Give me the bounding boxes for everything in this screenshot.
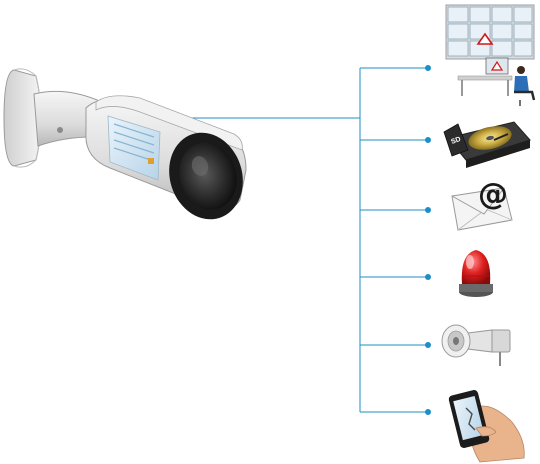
email-envelope-icon: @ xyxy=(451,177,513,231)
sd-card-label: SD xyxy=(450,136,462,146)
sd-card: SD xyxy=(443,123,469,157)
smartphone-hand-icon xyxy=(448,390,525,463)
dot-monitoring xyxy=(425,65,431,71)
siren-light-icon xyxy=(459,250,493,297)
dot-mobile xyxy=(425,409,431,415)
dot-horn xyxy=(425,342,431,348)
sd-card-hard-drive-icon: SD xyxy=(443,121,531,168)
connector-dots xyxy=(149,65,431,415)
horn-speaker-icon xyxy=(441,324,511,366)
security-camera-icon xyxy=(3,68,247,220)
email-at-symbol: @ xyxy=(478,177,508,212)
connector-lines xyxy=(152,67,428,413)
dot-storage xyxy=(425,137,431,143)
dot-siren xyxy=(425,274,431,280)
monitoring-station-icon xyxy=(445,4,536,106)
dot-email xyxy=(425,207,431,213)
